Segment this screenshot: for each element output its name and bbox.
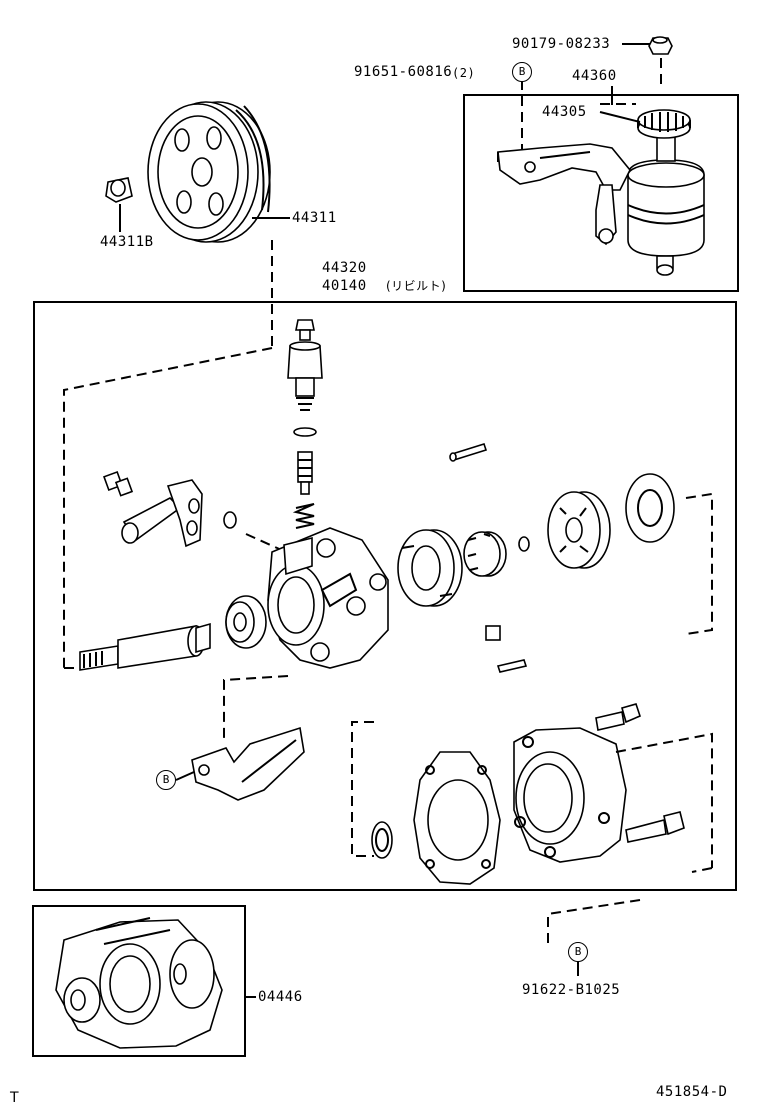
dowel-pin: [449, 443, 488, 462]
pressure-plate: [547, 491, 611, 569]
dowel-pin-lower: [496, 659, 528, 673]
gasket-kit-illustration: [55, 917, 223, 1049]
bottom-bolt-part-number: 91622-B1025: [522, 982, 621, 998]
pump-assembly-frame: [33, 301, 737, 891]
pressure-fitting: [287, 319, 323, 529]
corner-mark: T: [10, 1090, 20, 1106]
bolt-part-number: 91651-60816: [354, 64, 453, 80]
bearing: [225, 595, 267, 649]
pump-bracket: [191, 726, 305, 801]
vane: [485, 625, 501, 641]
suction-port: [103, 471, 203, 548]
gasket: [413, 751, 501, 885]
pump-housing: [267, 527, 389, 669]
bracket-reference-marker-left: B: [156, 770, 176, 790]
bracket-reference-marker: B: [512, 62, 532, 82]
gasket-kit-frame: [32, 905, 246, 1057]
reservoir-bracket: [497, 143, 631, 246]
o-ring: [223, 511, 237, 529]
rear-cover: [513, 727, 627, 863]
pump-assy-part-number: 44320: [322, 260, 367, 276]
cap-part-number: 44305: [542, 104, 587, 120]
cam-ring: [397, 529, 463, 607]
nut-part-number: 90179-08233: [512, 36, 611, 52]
drive-shaft: [79, 622, 211, 671]
bottom-reference-marker: B: [568, 942, 588, 962]
snap-ring-lower: [371, 821, 393, 859]
rotor: [463, 531, 507, 577]
cover-bolt-lower: [625, 811, 685, 843]
seal-ring: [625, 473, 675, 543]
reservoir-tank: [627, 109, 705, 276]
pump-rebuilt-note: (リビルト): [386, 279, 447, 293]
reservoir-group-frame: [463, 94, 739, 292]
cover-bolt-upper: [595, 703, 641, 731]
nut-icon: [648, 36, 673, 55]
gasket-kit-part-number: 04446: [258, 989, 303, 1005]
pump-rebuilt-part-number: 40140: [322, 278, 367, 294]
pulley-nut-part-number: 44311B: [100, 234, 154, 250]
pulley-nut-icon: [105, 177, 133, 203]
pulley-part-number: 44311: [292, 210, 337, 226]
bolt-quantity: (2): [452, 66, 476, 80]
figure-id: 451854-D: [656, 1084, 728, 1100]
reservoir-assy-part-number: 44360: [572, 68, 617, 84]
snap-ring: [518, 536, 530, 552]
pulley: [147, 101, 271, 243]
